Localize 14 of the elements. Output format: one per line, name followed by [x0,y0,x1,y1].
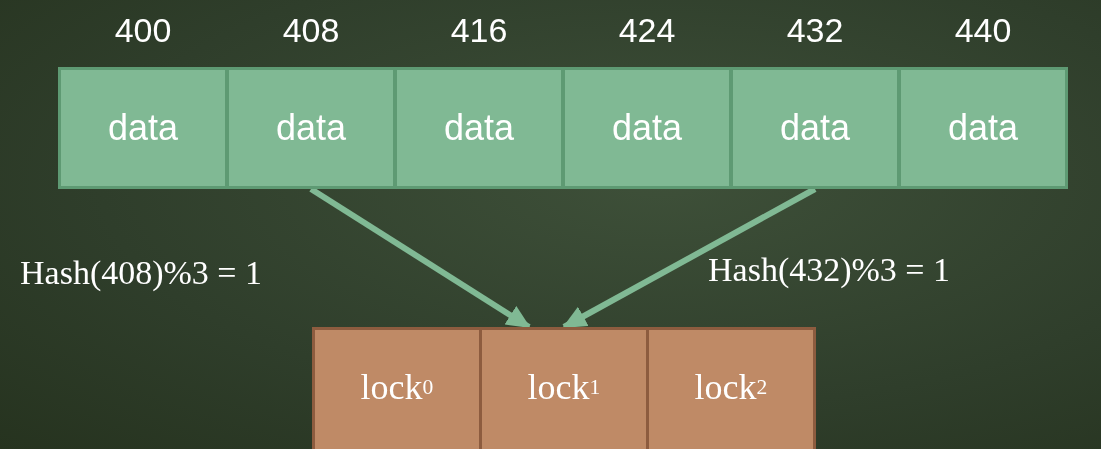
edge-label: Hash(408)%3 = 1 [20,254,263,292]
address-label: 400 [114,11,172,50]
data-cell: data [898,67,1068,189]
edge-label: Hash(432)%3 = 1 [708,251,951,289]
address-label: 408 [282,11,340,50]
data-cell: data [58,67,228,189]
address-label: 416 [450,11,508,50]
data-cell: data [562,67,732,189]
data-cell: data [226,67,396,189]
data-cell: data [394,67,564,189]
address-label: 440 [954,11,1012,50]
data-cell: data [730,67,900,189]
address-label: 432 [786,11,844,50]
address-label: 424 [618,11,676,50]
